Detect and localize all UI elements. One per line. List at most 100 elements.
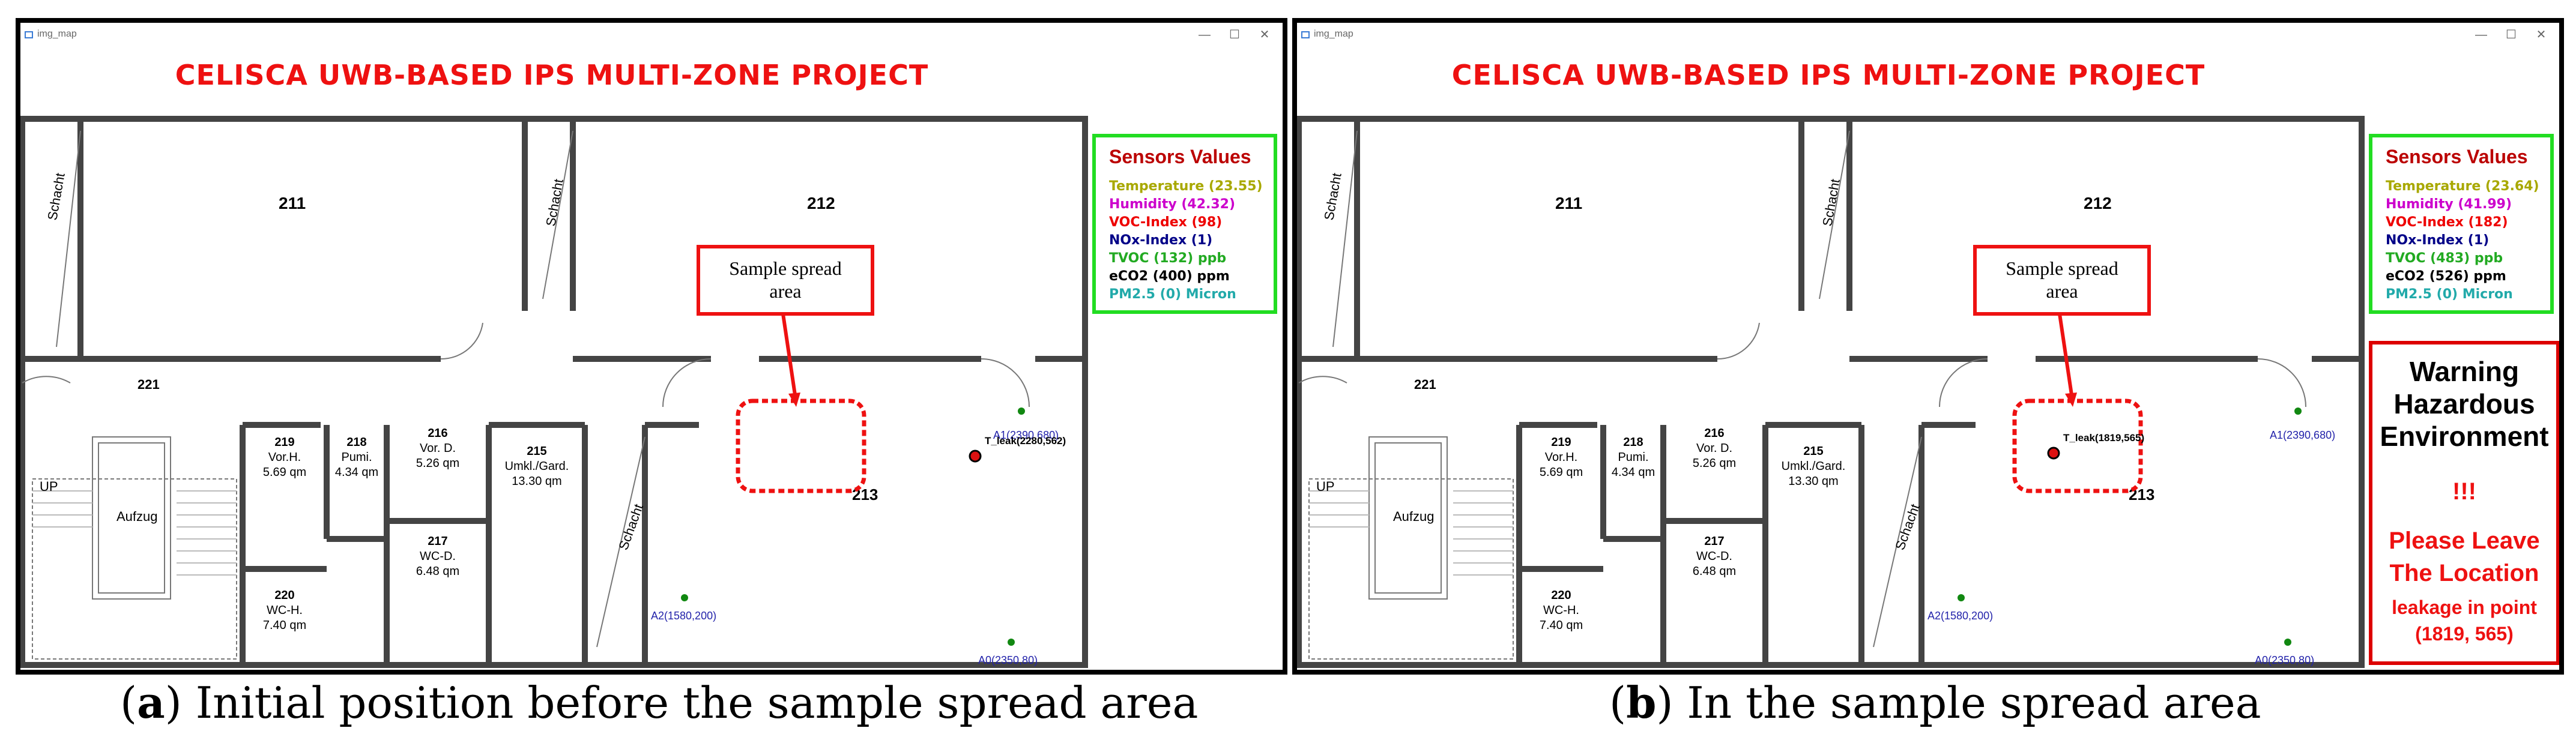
callout-line-1: Sample spread [2006, 257, 2118, 279]
map-title: CELISCA UWB-BASED IPS MULTI-ZONE PROJECT [175, 59, 929, 91]
room-219-name: Vor.H. [1545, 451, 1577, 464]
room-220-number: 220 [274, 589, 294, 602]
aufzug-label: Aufzug [116, 509, 158, 524]
room-215-name: Umkl./Gard. [505, 460, 569, 473]
caption-a-label: a [137, 677, 165, 728]
room-211-label: 211 [279, 194, 306, 212]
warning-hazardous: Hazardous [2393, 388, 2535, 420]
panel-a: img_map — ☐ ✕ CELISCA UWB-BASED IPS MULT… [16, 18, 1287, 675]
humidity-value: Humidity (41.99) [2386, 197, 2512, 212]
warning-heading: Warning [2409, 356, 2520, 387]
schacht-label: Schacht [44, 172, 67, 221]
eco2-value: eCO2 (526) ppm [2386, 269, 2506, 284]
room-211-label: 211 [1555, 194, 1582, 212]
floor-plan: 211 212 221 213 Schacht Schacht Schacht … [1297, 116, 2365, 668]
schacht-label: Schacht [1321, 172, 1344, 221]
tag-label: T_leak(2280,562) [985, 435, 1066, 447]
room-217-name: WC-D. [1696, 550, 1732, 563]
panel-b: img_map — ☐ ✕ CELISCA UWB-BASED IPS MULT… [1292, 18, 2564, 675]
room-218-name: Pumi. [1618, 451, 1648, 464]
room-215-number: 215 [1803, 445, 1823, 458]
nox-index-value: NOx-Index (1) [2386, 233, 2490, 248]
room-216-name: Vor. D. [1696, 442, 1732, 455]
room-215-name: Umkl./Gard. [1782, 460, 1846, 473]
room-218-name: Pumi. [341, 451, 372, 464]
spread-area-outline [736, 399, 866, 493]
room-220-name: WC-H. [267, 604, 303, 617]
callout-line-2: area [769, 280, 802, 302]
room-216-number: 216 [428, 427, 447, 440]
room-219-area: 5.69 qm [1540, 466, 1583, 479]
tag-marker [2047, 447, 2060, 460]
room-221-label: 221 [1414, 377, 1436, 392]
room-216-name: Vor. D. [420, 442, 456, 455]
minimize-button[interactable]: — [2475, 28, 2487, 41]
sensor-title: Sensors Values [1109, 146, 1251, 167]
caption-a: (a) Initial position before the sample s… [120, 677, 1199, 728]
room-217-number: 217 [1704, 535, 1724, 548]
window-titlebar: img_map — ☐ ✕ [20, 23, 1283, 47]
nox-index-value: NOx-Index (1) [1109, 233, 1213, 248]
temperature-value: Temperature (23.64) [2386, 179, 2539, 194]
close-button[interactable]: ✕ [2536, 28, 2547, 41]
warning-leakage-coords: (1819, 565) [2415, 623, 2514, 645]
room-220-area: 7.40 qm [263, 619, 306, 632]
schacht-label: Schacht [1819, 178, 1842, 227]
caption-b-label: b [1626, 677, 1657, 728]
app-icon [1301, 31, 1310, 38]
room-216-number: 216 [1704, 427, 1724, 440]
room-221-label: 221 [138, 377, 160, 392]
tag-marker [969, 450, 982, 463]
callout-arrowhead [788, 393, 800, 407]
sensor-values-box: Sensors Values Temperature (23.64) Humid… [2369, 134, 2554, 314]
voc-index-value: VOC-Index (182) [2386, 215, 2508, 230]
spread-area-outline [2012, 399, 2143, 493]
anchor-a1-label: A1(2390,680) [2270, 429, 2335, 441]
anchor-a2-label: A2(1580,200) [1927, 610, 1993, 622]
sensor-values-box: Sensors Values Temperature (23.55) Humid… [1092, 134, 1277, 314]
room-217-area: 6.48 qm [416, 565, 459, 578]
room-215-area: 13.30 qm [1788, 475, 1838, 488]
caption-a-text: Initial position before the sample sprea… [181, 678, 1199, 728]
pm25-value: PM2.5 (0) Micron [1109, 287, 1236, 302]
sample-spread-callout: Sample spread area [697, 245, 874, 316]
room-217-number: 217 [428, 535, 447, 548]
anchor-a1-label: A1(2390,680) [993, 429, 1059, 441]
room-219-name: Vor.H. [268, 451, 301, 464]
anchor-a0-label: A0(2350,80) [2255, 654, 2314, 666]
room-219-area: 5.69 qm [263, 466, 306, 479]
caption-b: (b) In the sample spread area [1609, 677, 2261, 728]
room-220-area: 7.40 qm [1540, 619, 1583, 632]
map-title: CELISCA UWB-BASED IPS MULTI-ZONE PROJECT [1451, 59, 2206, 91]
window-title: img_map [1314, 29, 1353, 39]
room-218-number: 218 [346, 436, 366, 449]
room-218-area: 4.34 qm [335, 466, 378, 479]
room-215-area: 13.30 qm [512, 475, 561, 488]
up-label: UP [40, 479, 58, 494]
tvoc-value: TVOC (132) ppb [1109, 251, 1227, 266]
callout-line-1: Sample spread [729, 257, 842, 279]
tvoc-value: TVOC (483) ppb [2386, 251, 2503, 266]
warning-box: Warning Hazardous Environment !!! Please… [2369, 341, 2559, 665]
callout-arrow [781, 313, 797, 396]
room-212-label: 212 [807, 194, 835, 212]
warning-please-leave: Please Leave [2389, 528, 2540, 554]
minimize-button[interactable]: — [1199, 28, 1211, 41]
tag-label: T_leak(1819,565) [2063, 432, 2144, 444]
pm25-value: PM2.5 (0) Micron [2386, 287, 2513, 302]
callout-line-2: area [2046, 280, 2078, 302]
warning-the-location: The Location [2389, 560, 2539, 586]
anchor-a2-marker [681, 594, 688, 601]
room-215-number: 215 [527, 445, 546, 458]
warning-environment: Environment [2380, 421, 2549, 452]
callout-arrowhead [2065, 393, 2077, 407]
room-217-area: 6.48 qm [1693, 565, 1736, 578]
maximize-button[interactable]: ☐ [1229, 28, 1240, 41]
aufzug-label: Aufzug [1393, 509, 1435, 524]
room-219-number: 219 [1551, 436, 1571, 449]
close-button[interactable]: ✕ [1259, 28, 1270, 41]
room-217-name: WC-D. [420, 550, 456, 563]
anchor-a1-marker [2294, 408, 2302, 415]
maximize-button[interactable]: ☐ [2506, 28, 2517, 41]
app-icon [25, 31, 33, 38]
